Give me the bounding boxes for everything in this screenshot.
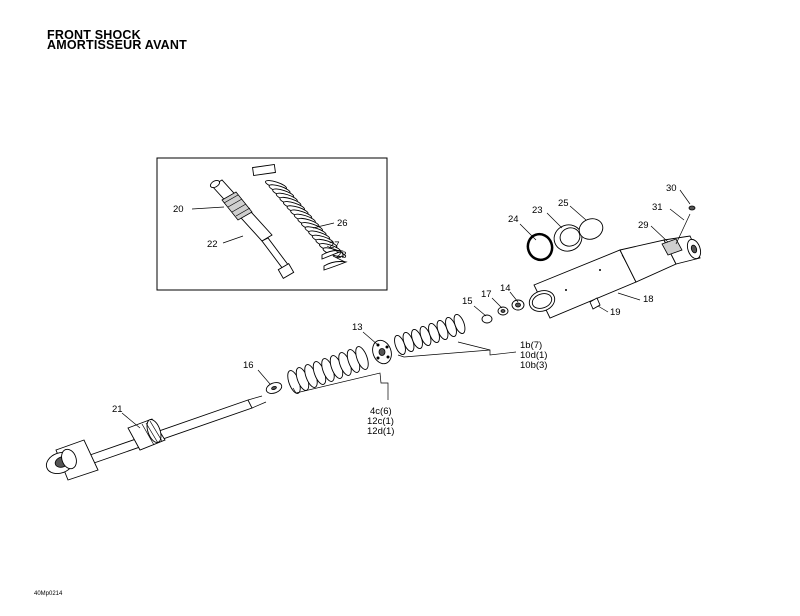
inset-frame xyxy=(156,157,388,291)
group-upper-3: 10b(3) xyxy=(520,360,547,371)
callout-26: 26 xyxy=(337,218,348,229)
inset-spring xyxy=(265,180,345,258)
inset-spring-seat xyxy=(252,163,276,177)
page-title-french: AMORTISSEUR AVANT xyxy=(47,38,187,52)
group-lower-3: 12d(1) xyxy=(367,426,394,437)
callout-15: 15 xyxy=(462,296,473,307)
shock-body-18 xyxy=(528,235,702,319)
valve-stem-31 xyxy=(675,213,691,245)
group-upper-2: 10d(1) xyxy=(520,350,547,361)
cap-25 xyxy=(578,218,604,240)
washer-15 xyxy=(481,314,493,324)
shim-disc xyxy=(355,346,369,370)
callout-21: 21 xyxy=(112,404,123,415)
callout-25: 25 xyxy=(558,198,569,209)
callout-24: 24 xyxy=(508,214,519,225)
page-title-english: FRONT SHOCK xyxy=(47,28,141,42)
callout-31: 31 xyxy=(652,202,663,213)
nut-19 xyxy=(589,297,601,310)
upper-shim-stack xyxy=(394,314,466,355)
callout-18: 18 xyxy=(643,294,654,305)
bracket-upper xyxy=(397,349,517,358)
valve-cap-30 xyxy=(688,205,696,211)
callout-23: 23 xyxy=(532,205,543,216)
callout-28: 28 xyxy=(336,250,347,261)
lower-shim-stack xyxy=(287,346,369,394)
callout-14: 14 xyxy=(500,283,511,294)
bracket-lower xyxy=(292,372,389,400)
group-lower-1: 4c(6) xyxy=(370,406,392,417)
callout-16: 16 xyxy=(243,360,254,371)
piston-13 xyxy=(372,339,392,365)
callout-19: 19 xyxy=(610,307,621,318)
drawing-code: 40Mp0214 xyxy=(34,591,63,597)
callout-22: 22 xyxy=(207,239,218,250)
callout-27: 27 xyxy=(329,240,340,251)
inset-clip-28 xyxy=(323,261,348,271)
callout-13: 13 xyxy=(352,322,363,333)
shim-disc xyxy=(453,314,466,334)
group-upper-1: 1b(7) xyxy=(520,340,542,351)
reservoir-cap-29 xyxy=(661,238,683,256)
callout-17: 17 xyxy=(481,289,492,300)
rod-collar xyxy=(127,418,166,451)
group-lower-2: 12c(1) xyxy=(367,416,394,427)
callout-20: 20 xyxy=(173,204,184,215)
callout-30: 30 xyxy=(666,183,677,194)
inset-clip-27 xyxy=(321,250,344,260)
callout-29: 29 xyxy=(638,220,649,231)
rod-eyelet xyxy=(45,439,99,481)
inset-shock-body xyxy=(209,179,295,279)
o-ring-24 xyxy=(526,232,554,262)
